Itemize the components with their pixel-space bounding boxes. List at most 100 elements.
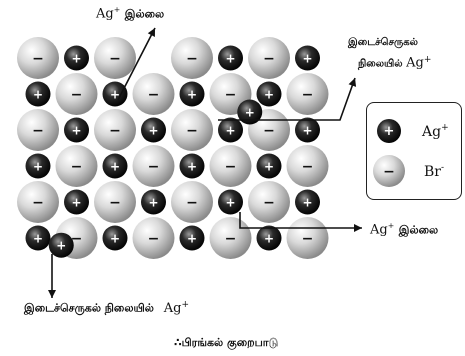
silver-ion: + bbox=[256, 153, 282, 179]
label-charge: + bbox=[423, 55, 432, 65]
bromide-ion: − bbox=[286, 73, 329, 115]
silver-ion: + bbox=[102, 153, 128, 179]
bromide-ion: − bbox=[171, 181, 213, 223]
bromide-ion: − bbox=[209, 217, 252, 259]
label-tamil: இல்லை bbox=[398, 223, 439, 237]
silver-ion: + bbox=[295, 45, 320, 71]
bromide-ion: − bbox=[248, 37, 290, 79]
bromide-ion: − bbox=[94, 181, 136, 223]
svg-text:+: + bbox=[56, 239, 66, 253]
svg-text:+: + bbox=[110, 160, 120, 174]
svg-text:+: + bbox=[71, 196, 81, 210]
bromide-ion: − bbox=[132, 217, 175, 259]
label-interstitial-bottom-left: இடைச்செருகல் நிலையில் Ag+ bbox=[24, 301, 189, 315]
svg-text:−: − bbox=[302, 159, 314, 175]
label-ag-absent-top: Ag+ இல்லை bbox=[96, 5, 165, 22]
silver-ion: + bbox=[141, 117, 166, 143]
svg-text:−: − bbox=[71, 159, 83, 175]
legend-charge: - bbox=[441, 163, 444, 173]
legend-charge: + bbox=[441, 123, 449, 133]
bromide-ion: − bbox=[171, 37, 213, 79]
svg-text:−: − bbox=[71, 87, 83, 103]
svg-text:+: + bbox=[225, 196, 235, 210]
silver-ion: + bbox=[295, 117, 320, 143]
svg-text:+: + bbox=[264, 232, 274, 246]
silver-ion: + bbox=[64, 45, 89, 71]
bromide-ion: − bbox=[17, 37, 59, 79]
silver-ion: + bbox=[256, 81, 282, 107]
bromide-ion: − bbox=[94, 109, 136, 151]
svg-text:−: − bbox=[109, 51, 121, 67]
silver-ion: + bbox=[102, 81, 128, 107]
svg-text:−: − bbox=[302, 231, 314, 247]
silver-ion: + bbox=[295, 189, 320, 215]
arrow-to-top-label bbox=[117, 27, 156, 101]
svg-text:−: − bbox=[225, 231, 237, 247]
svg-text:−: − bbox=[186, 195, 198, 211]
svg-text:−: − bbox=[225, 87, 237, 103]
svg-text:+: + bbox=[187, 232, 197, 246]
bromide-ion: − bbox=[17, 109, 59, 151]
silver-ion: + bbox=[179, 225, 205, 251]
svg-text:−: − bbox=[71, 231, 83, 247]
label-charge: + bbox=[113, 5, 121, 14]
silver-ion: + bbox=[218, 189, 243, 215]
caption: ∴பிரங்கல் குறைபாடு bbox=[174, 336, 279, 349]
svg-text:+: + bbox=[148, 124, 158, 138]
arrow-to-top-right-label bbox=[218, 77, 357, 121]
label-tamil: இடைச்செருகல் நிலையில் bbox=[24, 301, 154, 315]
silver-ion: + bbox=[179, 153, 205, 179]
bromide-ion: − bbox=[209, 145, 252, 187]
legend-sign-plus: + bbox=[384, 124, 395, 139]
silver-ion: + bbox=[179, 81, 205, 107]
bromide-ion: − bbox=[171, 109, 213, 151]
label-ion: Ag bbox=[96, 6, 114, 22]
svg-text:−: − bbox=[148, 159, 160, 175]
svg-text:+: + bbox=[187, 88, 197, 102]
svg-text:−: − bbox=[302, 87, 314, 103]
silver-ion: + bbox=[64, 117, 89, 143]
svg-text:+: + bbox=[302, 196, 312, 210]
svg-text:−: − bbox=[263, 51, 275, 67]
svg-text:+: + bbox=[264, 160, 274, 174]
legend-ion: Br bbox=[424, 164, 441, 180]
svg-text:−: − bbox=[186, 123, 198, 139]
label-ag-absent-right: Ag+ இல்லை bbox=[370, 221, 439, 238]
label-ion: Ag bbox=[406, 55, 424, 71]
bromide-ion: − bbox=[94, 37, 136, 79]
arrow-to-right-label bbox=[239, 212, 362, 232]
arrow-to-bottom-label bbox=[48, 254, 56, 298]
legend-small-ion-icon: + bbox=[377, 119, 401, 143]
svg-text:−: − bbox=[148, 231, 160, 247]
svg-text:+: + bbox=[302, 124, 312, 138]
bromide-ion: − bbox=[17, 181, 59, 223]
svg-text:+: + bbox=[33, 232, 43, 246]
label-ion: Ag bbox=[163, 300, 182, 316]
bromide-ion: − bbox=[286, 217, 329, 259]
svg-text:+: + bbox=[187, 160, 197, 174]
bromide-ion: − bbox=[132, 145, 175, 187]
svg-text:+: + bbox=[264, 88, 274, 102]
silver-ion: + bbox=[218, 117, 243, 143]
interstitial-silver-ion: + bbox=[48, 232, 74, 258]
silver-ion: + bbox=[25, 153, 51, 179]
label-ion: Ag bbox=[370, 222, 388, 238]
svg-text:+: + bbox=[245, 106, 255, 120]
silver-ion: + bbox=[64, 189, 89, 215]
silver-ion: + bbox=[102, 225, 128, 251]
svg-text:+: + bbox=[225, 52, 235, 66]
svg-text:−: − bbox=[32, 123, 44, 139]
svg-text:+: + bbox=[33, 160, 43, 174]
bromide-ion: − bbox=[132, 73, 175, 115]
svg-text:+: + bbox=[302, 52, 312, 66]
label-charge: + bbox=[387, 221, 395, 230]
legend-ion: Ag bbox=[421, 124, 441, 140]
svg-text:−: − bbox=[32, 51, 44, 67]
silver-ion: + bbox=[141, 189, 166, 215]
label-charge: + bbox=[181, 300, 189, 310]
silver-ion: + bbox=[218, 45, 243, 71]
legend-label-ag: Ag+ bbox=[421, 123, 449, 140]
legend-sign-minus: − bbox=[383, 164, 395, 180]
label-tamil: இல்லை bbox=[124, 7, 165, 21]
